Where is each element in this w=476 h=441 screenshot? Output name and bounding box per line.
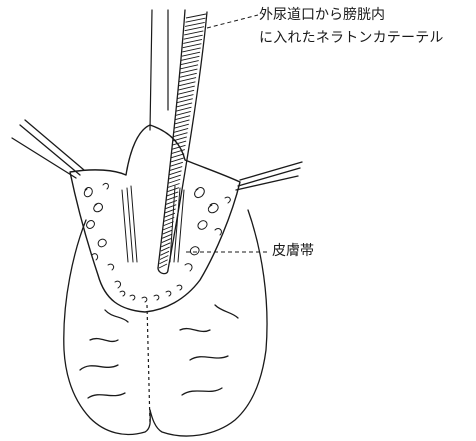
tissue-texture [84, 183, 230, 302]
catheter-leader-line [207, 15, 258, 28]
right-forceps [236, 162, 302, 190]
left-forceps [12, 120, 84, 178]
shaft-lines [150, 10, 168, 130]
incision-region [70, 125, 240, 312]
catheter-label-line2: に入れたネラトンカテーテル [259, 31, 444, 45]
scrotum-outline [64, 210, 267, 436]
catheter-label-line1: 外尿道口から膀胱内 [259, 8, 385, 22]
skin-band-label: 皮膚帯 [272, 244, 314, 258]
catheter-coil [159, 14, 206, 268]
median-raphe [147, 305, 150, 425]
